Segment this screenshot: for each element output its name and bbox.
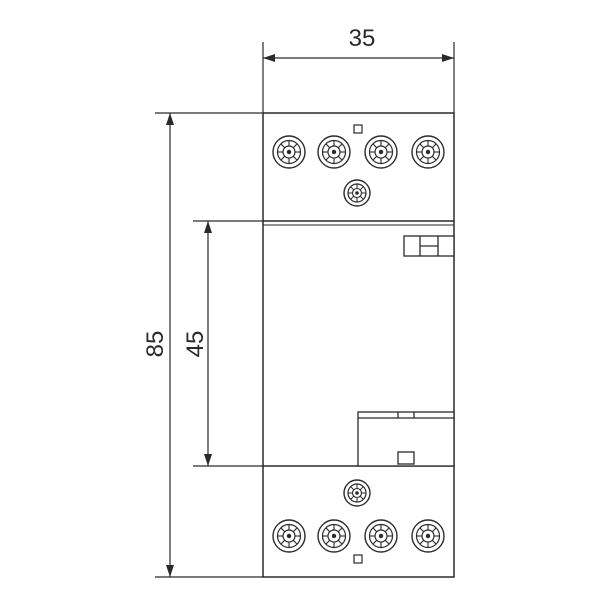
height-dimension <box>155 112 263 578</box>
mounting-clip-icon <box>403 235 455 257</box>
front-height-dimension <box>193 220 263 467</box>
square-marker-icon <box>353 124 363 134</box>
width-dimension <box>262 42 455 113</box>
width-label: 35 <box>349 25 376 52</box>
terminal-screw-icon <box>411 519 445 553</box>
front-height-label: 45 <box>182 331 209 358</box>
terminal-screw-icon <box>317 519 351 553</box>
terminal-screw-icon <box>272 135 306 169</box>
terminal-screw-icon <box>317 135 351 169</box>
terminal-screw-icon <box>411 135 445 169</box>
indicator-box <box>357 411 455 467</box>
terminal-screw-icon <box>364 519 398 553</box>
height-label: 85 <box>142 331 169 358</box>
terminal-screw-icon <box>272 519 306 553</box>
terminal-screw-icon <box>364 135 398 169</box>
square-marker-icon <box>397 451 415 465</box>
coil-screw-icon <box>343 479 371 507</box>
square-marker-icon <box>353 554 363 564</box>
coil-screw-icon <box>343 179 371 207</box>
